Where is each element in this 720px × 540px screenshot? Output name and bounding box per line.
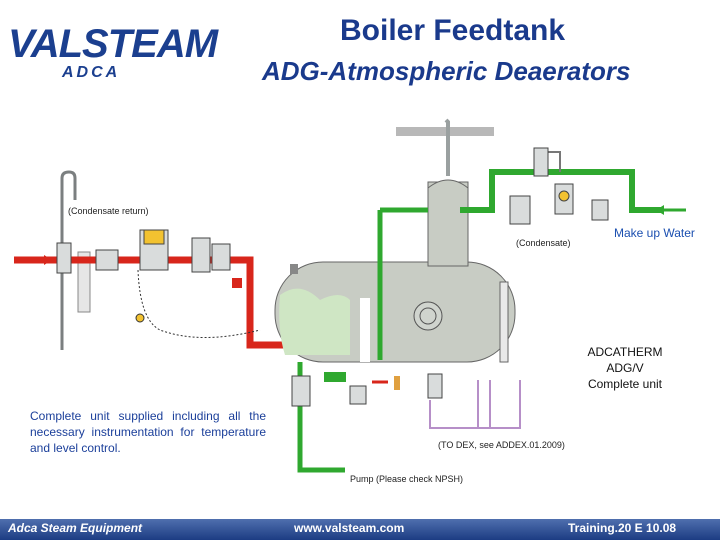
footer-website-link[interactable]: www.valsteam.com: [294, 521, 405, 535]
tank-window: [360, 298, 370, 362]
product-label-line-1: ADCATHERM: [587, 345, 663, 359]
valsteam-logo: VALSTEAM ADCA: [8, 22, 218, 90]
safety-valve: [394, 376, 400, 390]
makeup-arrow-head: [656, 205, 664, 215]
steam-pipe: [14, 256, 300, 349]
level-controller: [558, 190, 570, 202]
makeup-water-label: Make up Water: [614, 226, 695, 240]
footer-company: Adca Steam Equipment: [8, 521, 143, 535]
unit-note: Complete unit supplied including all the…: [30, 409, 266, 455]
manhole-inner: [419, 307, 437, 325]
to-dex-label: (TO DEX, see ADDEX.01.2009): [438, 440, 565, 450]
steam-arrow-head: [44, 255, 52, 265]
deaerator-dome: [427, 179, 469, 189]
vent-pipe: [444, 118, 450, 176]
ceiling-bar: [396, 127, 494, 136]
outlet-valve-group: [291, 373, 443, 407]
sensor-line: [137, 269, 261, 338]
page-title: Boiler Feedtank: [340, 14, 566, 47]
product-label-line-2: ADG/V: [606, 361, 644, 375]
level-gauge: [499, 281, 509, 363]
footer-reference: Training.20 E 10.08: [568, 521, 677, 535]
sensor-bulb: [135, 313, 145, 323]
footer-bar: Adca Steam Equipment www.valsteam.com Tr…: [0, 519, 720, 540]
condensate-return-label: (Condensate return): [68, 206, 149, 216]
steam-trap-red: [232, 278, 242, 288]
logo-sub-text: ADCA: [62, 64, 121, 81]
separator: [77, 251, 91, 313]
condensate-return-pipe: [60, 170, 77, 350]
temperature-controller: [143, 229, 165, 245]
product-label-line-3: Complete unit: [587, 377, 663, 391]
overflow-loop: [429, 380, 521, 429]
tank-water: [279, 288, 350, 355]
condensate-label: (Condensate): [516, 238, 571, 248]
tank-nozzle-top: [290, 264, 298, 274]
pump-label: Pump (Please check NPSH): [350, 474, 464, 484]
page-subtitle: ADG-Atmospheric Deaerators: [262, 56, 631, 86]
deaerator-head: [427, 181, 469, 267]
condensate-pipe: [377, 207, 428, 360]
makeup-water-pipe: [460, 169, 664, 213]
product-label: ADCATHERM ADG/V Complete unit: [560, 344, 690, 392]
logo-main-text: VALSTEAM: [8, 22, 218, 66]
deaerator-diagram: [14, 118, 686, 473]
drain-valve: [324, 372, 346, 382]
manhole: [413, 301, 443, 331]
